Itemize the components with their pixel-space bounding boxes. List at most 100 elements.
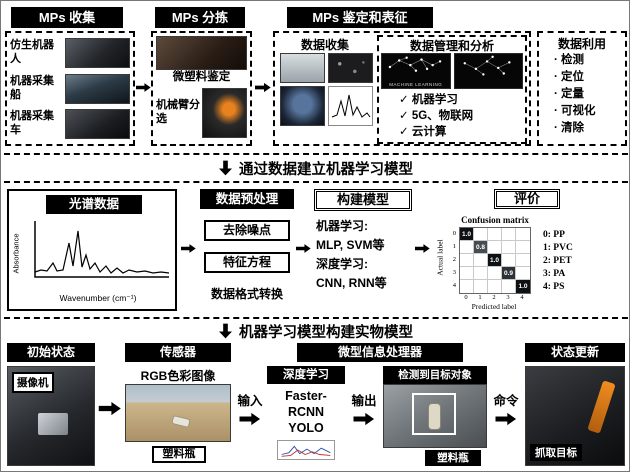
characterization-panel: 数据收集 数据管理和分析 <box>273 31 531 146</box>
class-label: 2: PET <box>543 256 572 266</box>
robot-arm-image <box>202 88 247 138</box>
initial-state-header: 初始状态 <box>7 343 95 362</box>
preprocess-header: 数据预处理 <box>200 189 294 209</box>
collection-boat-image <box>65 73 130 104</box>
matrix-cell: 0.9 <box>502 267 516 280</box>
processor-header: 微型信息处理器 <box>297 343 463 362</box>
tick-label: 0 <box>464 294 468 301</box>
spectra-header: 光谱数据 <box>46 195 142 214</box>
arrow-right-icon <box>415 244 430 253</box>
matrix-cell <box>474 267 488 280</box>
confusion-matrix-title: Confusion matrix <box>461 215 529 225</box>
brain-images: MACHINE LEARNING <box>381 53 523 89</box>
arrow-down-icon <box>219 323 232 339</box>
utilization-item: · 可视化 <box>554 105 596 117</box>
output-arrow-group: 输出 <box>347 390 381 426</box>
spectra-panel: 光谱数据 Absorbance Wavenumber (cm⁻¹) <box>7 189 177 311</box>
matrix-cell <box>488 228 502 241</box>
deep-learning-header: 深度学习 <box>267 366 345 384</box>
checklist-item: ✓ 机器学习 <box>399 94 458 106</box>
arrow-down-icon <box>219 160 232 176</box>
utilization-item: · 清除 <box>554 122 585 134</box>
spectrum-thumb-line <box>331 94 371 118</box>
arrow-right-icon <box>353 412 375 426</box>
neural-network-icon <box>388 56 442 72</box>
data-utilization-panel: 数据利用 · 检测 · 定位 · 定量 · 可视化 · 清除 <box>537 31 627 146</box>
collection-item-label: 机器采集船 <box>10 74 54 101</box>
neural-network-icon <box>463 55 511 76</box>
collection-item: 机器采集船 <box>10 73 130 105</box>
class-label: 3: PA <box>543 269 566 279</box>
state-update-header: 状态更新 <box>525 343 625 362</box>
sorting-item-label: 微塑料鉴定 <box>172 71 231 83</box>
tick-label: 3 <box>506 294 510 301</box>
collection-item: 机器采集车 <box>10 108 130 140</box>
preprocess-step: 数据格式转换 <box>210 287 283 301</box>
model-name: RCNN <box>287 405 325 419</box>
brain-network-image <box>453 53 523 89</box>
evaluation-header: 评价 <box>494 189 560 209</box>
bottle-shape <box>428 403 441 430</box>
detection-object-tag: 塑料瓶 <box>425 450 481 466</box>
matrix-cell: 1.0 <box>488 254 502 267</box>
arrow-collection-to-sorting <box>136 81 151 94</box>
arrow-right-icon <box>181 244 196 253</box>
matrix-cell <box>516 228 530 241</box>
tick-label: 2 <box>452 256 456 263</box>
tick-label: 0 <box>452 230 456 237</box>
arrow-spectra-to-preprocess <box>181 242 196 255</box>
spectrum-chart <box>34 221 170 278</box>
class-label: 1: PVC <box>543 243 573 253</box>
matrix-cell <box>502 254 516 267</box>
detection-header: 检测到目标对象 <box>383 366 487 384</box>
tick-label: 2 <box>492 294 496 301</box>
data-utilization-list: · 检测 · 定位 · 定量 · 可视化 · 清除 <box>542 52 622 137</box>
utilization-item: · 定量 <box>554 88 585 100</box>
sorting-header: MPs 分拣 <box>155 7 245 28</box>
checklist-item: ✓ 云计算 <box>399 126 447 138</box>
confusion-matrix: Confusion matrix Actual label 0 1 2 3 4 … <box>431 215 625 311</box>
matrix-cell <box>460 267 474 280</box>
arrow-right-icon <box>495 412 517 426</box>
particles-image <box>328 53 373 83</box>
grab-target-tag: 抓取目标 <box>530 444 582 461</box>
initial-robot-image: 摄像机 <box>7 366 95 466</box>
collection-panel: 仿生机器人 机器采集船 机器采集车 <box>5 31 135 146</box>
matrix-cell <box>516 241 530 254</box>
arrow-preprocess-to-model <box>296 242 311 255</box>
spectra-xlabel: Wavenumber (cm⁻¹) <box>59 293 137 303</box>
collection-item-label: 机器采集车 <box>10 110 54 136</box>
matrix-cell: 1.0 <box>460 228 474 241</box>
matrix-col-ticks: 0 1 2 3 4 <box>459 294 529 301</box>
separator-1: 通过数据建立机器学习模型 <box>1 157 629 179</box>
tick-label: 1 <box>452 243 456 250</box>
matrix-cell <box>516 254 530 267</box>
divider-line <box>4 181 628 183</box>
matrix-cell: 0.8 <box>474 241 488 254</box>
matrix-grid: 1.0 0.8 1.0 0.9 1.0 <box>459 227 531 294</box>
data-collection-images <box>280 53 373 126</box>
separator-2: 机器学习模型构建实物模型 <box>1 320 629 342</box>
robot-arm-shape <box>587 380 616 434</box>
tick-label: 1 <box>478 294 482 301</box>
matrix-cell <box>502 241 516 254</box>
drone-image <box>280 53 325 83</box>
model-line: CNN, RNN等 <box>316 276 387 290</box>
arrow-right-icon <box>239 412 261 426</box>
input-arrow-group: 输入 <box>233 390 267 426</box>
model-line: MLP, SVM等 <box>316 238 385 252</box>
sorting-panel: 微塑料鉴定 机械臂分选 <box>151 31 252 146</box>
matrix-class-legend: 0: PP 1: PVC 2: PET 3: PA 4: PS <box>543 229 573 294</box>
matrix-cell <box>474 228 488 241</box>
matrix-cell <box>460 254 474 267</box>
sorting-item-label: 机械臂分选 <box>156 99 200 125</box>
arrow-initial-to-sensor <box>98 401 122 416</box>
matrix-cell <box>474 280 488 293</box>
bottle-shape <box>171 414 191 429</box>
model-panel: 机器学习: MLP, SVM等 深度学习: CNN, RNN等 <box>316 217 412 293</box>
brain-caption: MACHINE LEARNING <box>389 82 443 87</box>
data-utilization-title: 数据利用 <box>557 37 606 51</box>
detection-image <box>383 384 487 448</box>
arrow-right-icon <box>255 82 271 93</box>
